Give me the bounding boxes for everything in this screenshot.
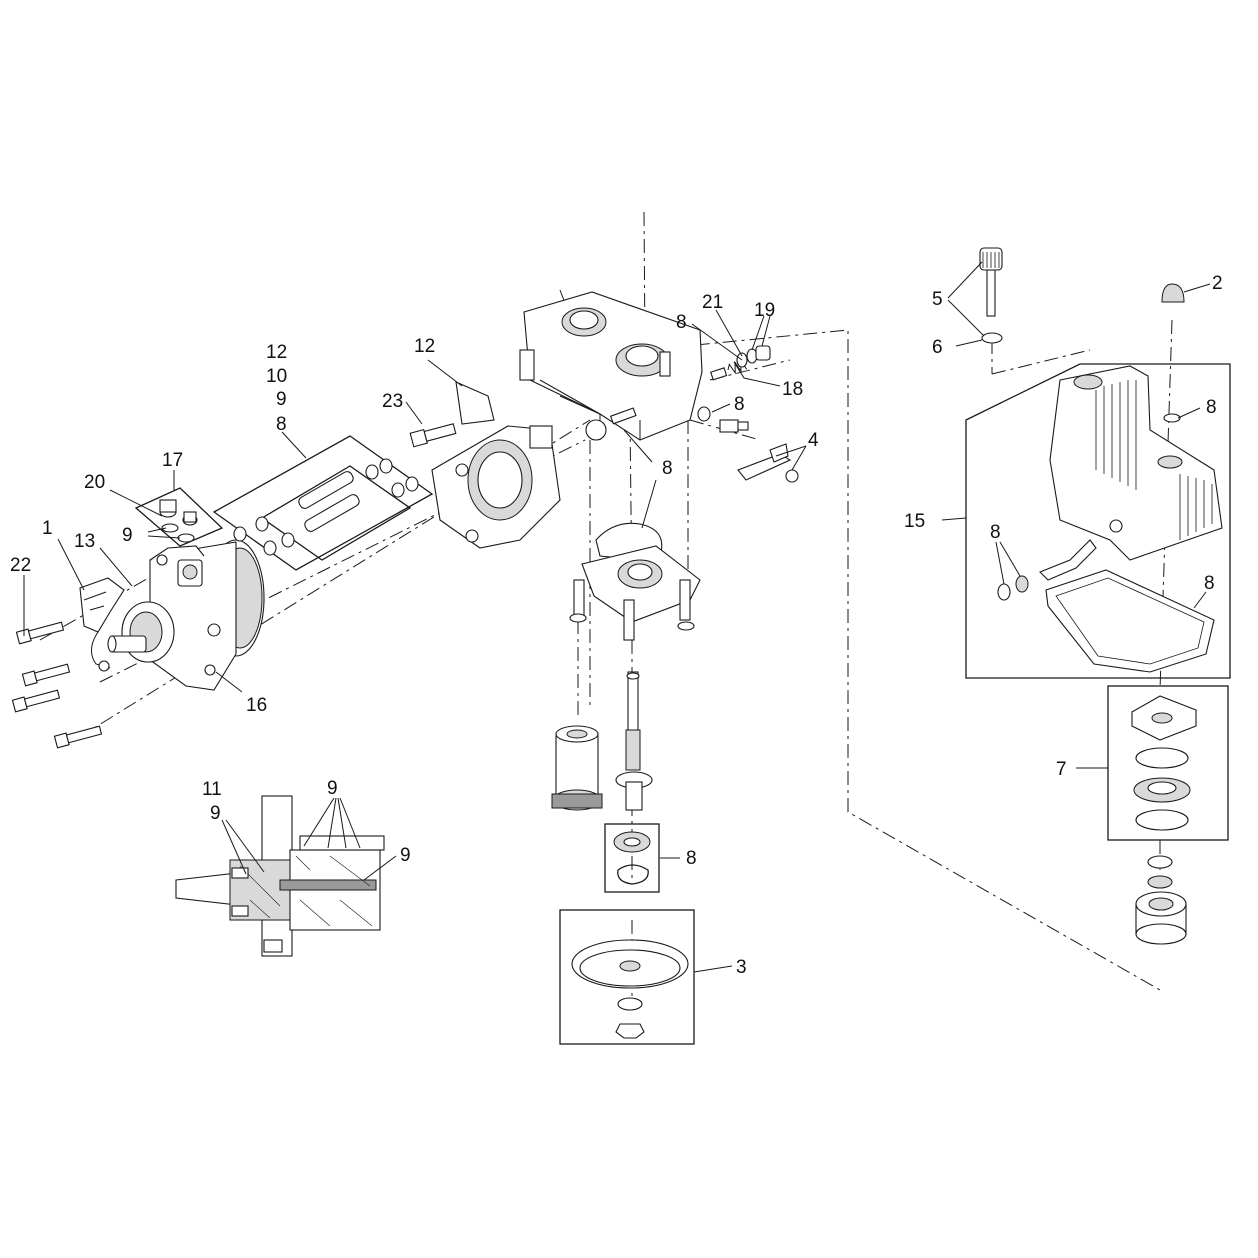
callout-8-kit: 8: [276, 414, 287, 435]
motor-housing-part-16: [107, 539, 265, 691]
callout-8-top: 8: [676, 312, 687, 333]
pulley-box: [559, 909, 695, 1045]
callout-labels: 1 2 3 4 5 6 7 8 8 8 8 8 8 8 8 8 9 9 9 9 …: [10, 273, 1223, 978]
callout-17: 17: [162, 450, 183, 471]
callout-7: 7: [1056, 759, 1067, 780]
callout-9-section-left: 9: [210, 803, 221, 824]
callout-12-block: 12: [414, 336, 435, 357]
valve-kit-part-17: [134, 487, 224, 547]
callout-21: 21: [702, 292, 723, 313]
callout-5: 5: [932, 289, 943, 310]
callout-9-kit: 9: [276, 389, 287, 410]
cross-section-view: [175, 795, 385, 957]
callout-4: 4: [808, 430, 819, 451]
callout-10: 10: [266, 366, 287, 387]
callout-8-cover-top: 8: [1206, 397, 1217, 418]
coupler-parts: [1135, 855, 1187, 945]
callout-23: 23: [382, 391, 403, 412]
callout-9-section-right: 9: [400, 845, 411, 866]
callout-8-mid: 8: [662, 458, 673, 479]
callout-1: 1: [42, 518, 53, 539]
callout-2: 2: [1212, 273, 1223, 294]
callout-9-valve: 9: [122, 525, 133, 546]
callout-18: 18: [782, 379, 803, 400]
callout-15: 15: [904, 511, 925, 532]
callout-6: 6: [932, 337, 943, 358]
input-shaft: [615, 671, 653, 811]
callout-3: 3: [736, 957, 747, 978]
callout-8-cover-left: 8: [990, 522, 1001, 543]
callout-19: 19: [754, 300, 775, 321]
bracket-part-1: [79, 577, 125, 672]
callout-9-section-top: 9: [327, 778, 338, 799]
callout-8-gasket: 8: [1204, 573, 1215, 594]
callout-8-bearing: 8: [686, 848, 697, 869]
callout-20: 20: [84, 472, 105, 493]
callout-22: 22: [10, 555, 31, 576]
bearing-kit-box: [604, 823, 660, 893]
callout-12-kit: 12: [266, 342, 287, 363]
relief-valve-parts: [697, 345, 799, 483]
seal-kit-box: [212, 435, 434, 571]
leader-lines: [23, 261, 1211, 973]
bearing-kit-part-7: [1107, 685, 1229, 841]
charge-pump-plate: [569, 522, 701, 641]
upper-housing: [519, 291, 703, 441]
callout-8-right: 8: [734, 394, 745, 415]
center-block-part-12: [409, 381, 561, 549]
filter-cartridge: [551, 725, 603, 811]
callout-13: 13: [74, 531, 95, 552]
callout-11: 11: [202, 779, 222, 800]
dipstick-part-5: [979, 247, 1003, 344]
callout-16: 16: [246, 695, 267, 716]
cover-assembly-box: [965, 363, 1231, 679]
cap-part-2: [1161, 283, 1185, 303]
bolts-part-22: [11, 621, 103, 749]
